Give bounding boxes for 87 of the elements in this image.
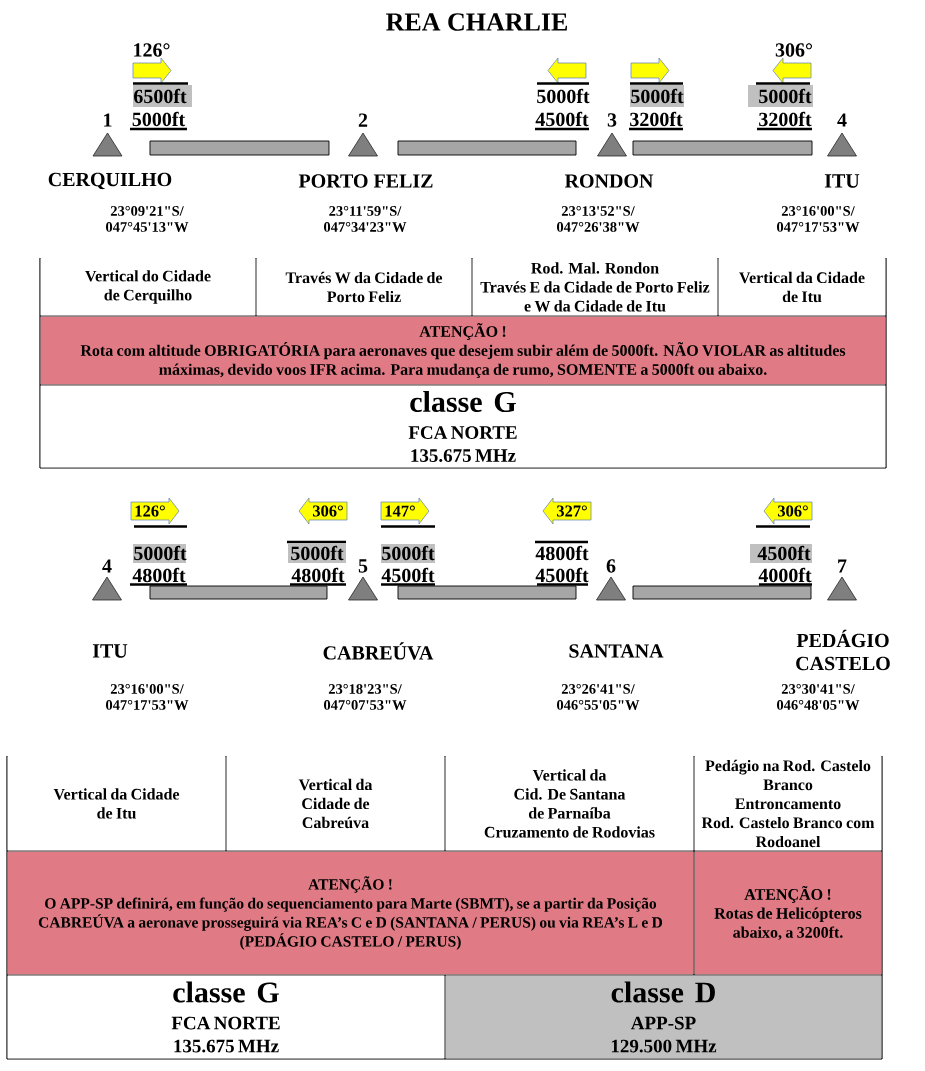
waypoint-number: 4 [837,113,847,127]
route-bar [632,140,813,156]
title: REA CHARLIE [386,13,567,31]
altitude-label: 3200ft [630,111,683,127]
waypoint-name: CABREÚVA [323,642,434,660]
node-label: ATENÇÃO ! [744,885,831,903]
description-cell: Través W da Cidade de Porto Feliz [256,258,472,316]
node-label: Vertical da Cidade de Itu [53,788,180,819]
node-label: Entroncamento [735,798,841,810]
node-label: Vertical da Cidade de Itu [739,271,865,303]
waypoint-name: CERQUILHO [48,172,172,190]
description-cell: Pedágio na Rod. Castelo Branco Entroncamento Rod. Castelo Branco com Rodoanel [694,756,882,851]
altitude-label: 4500ft [381,567,435,583]
node-label: Cruzamento de Rodovias [484,826,655,838]
description-cell: Vertical da Cid. De Santana de Parnaíba Cruzamento de Rodovias [445,756,694,851]
altitude-label: 4000ft [758,567,812,583]
altitude-label: 5000ft [630,85,684,107]
node-label: Pedágio na Rod. Castelo Branco [705,759,871,791]
airspace-class-box: classe D APP-SP 129.500 MHz [445,975,882,1059]
altitude-label: 4500ft [750,544,812,563]
warning-box: ATENÇÃO ! Rotas de Helicópteros abaixo, a 3200ft. [694,851,882,975]
waypoint-name: PORTO FELIZ [298,174,433,188]
node-label: Través E da Cidade de Porto Feliz e W da Cidade de Itu [480,281,710,312]
altitude-label: 4800ft [291,567,345,583]
altitude-label: 4800ft [132,567,186,583]
altitude-label: 5000ft [748,85,813,107]
coordinates: 23°13'52"S/ 047°26'38"W [557,206,640,232]
node-label: classe G [173,981,279,1003]
node-label: Cid. De Santana de Parnaíba [514,788,626,819]
node-label: Vertical da Cidade de Cabreúva [298,778,373,829]
node-label: ATENÇÃO ! [308,876,392,893]
airspace-class-box: classe G FCA NORTE 135.675 MHz [7,975,445,1059]
altitude-label: 4800ft [535,545,589,561]
waypoint-number: 6 [606,559,616,573]
node-label: Través W da Cidade de Porto Feliz [285,271,443,303]
coordinates: 23°16'00"S/ 047°17'53"W [777,206,860,232]
node-label: classe G [410,390,516,413]
altitude-label: 4500ft [535,567,589,583]
waypoint-number: 4 [102,559,112,573]
route-bar [397,140,577,156]
altitude-label: 5000ft [133,544,187,563]
description-cell: Vertical da Cidade de Itu [718,258,886,316]
waypoint-number: 2 [358,113,368,127]
waypoint-name: PEDÁGIO CASTELO [796,629,890,671]
node-label: 135.675 MHz [174,1039,279,1053]
waypoint-name: SANTANA [569,644,664,658]
node-label: FCA NORTE [408,426,517,439]
coordinates: 23°26'41"S/ 046°55'05"W [557,684,640,710]
waypoint-number: 7 [838,559,847,573]
route-bar [397,585,577,600]
description-cell: Vertical da Cidade de Itu [7,756,226,851]
altitude-label: 5000ft [288,544,346,563]
coordinates: 23°11'59"S/ 047°34'23"W [324,206,407,232]
course-label: 126° [134,43,170,57]
node-label: Vertical do Cidade de Cerquilho [85,270,211,304]
route-bar [149,585,328,600]
coordinates: 23°18'23"S/ 047°07'53"W [324,684,407,710]
altitude-label: 5000ft [132,111,186,127]
waypoint-number: 1 [104,113,112,127]
altitude-label: 4500ft [535,111,589,127]
course-label: 306° [775,43,813,57]
route-bar [632,585,812,600]
altitude-label: 3200ft [759,111,812,127]
route-bar [149,140,330,156]
airspace-class-box: classe G FCA NORTE 135.675 MHz [40,385,886,468]
altitude-label: 6500ft [133,85,192,107]
waypoint-number: 5 [358,559,368,573]
node-label: FCA NORTE [171,1016,280,1030]
description-cell: Vertical da Cidade de Cabreúva [226,756,445,851]
altitude-label: 5000ft [537,88,590,104]
coordinates: 23°16'00"S/ 047°17'53"W [106,684,189,710]
node-label: 135.675 MHz [411,449,516,463]
waypoint-name: ITU [824,174,860,188]
waypoint-number: 3 [607,113,617,127]
coordinates: 23°09'21"S/ 047°45'13"W [106,206,189,232]
node-label: Rod. Castelo Branco com Rodoanel [701,816,875,848]
node-label: O APP-SP definirá, em função do sequenciamento para Marte (SBMT), se a partir da Posição CABREÚVA a aeronave prosseguirá via REA’s C e D (SANTANA / PERUS) ou via REA’s L e D (PEDÁGIO CASTELO / PERUS) [38,897,663,950]
waypoint-name: RONDON [564,174,654,188]
altitude-label: 5000ft [381,544,435,563]
description-cell: Rod. Mal. Rondon Través E da Cidade de Porto Feliz e W da Cidade de Itu [472,258,718,316]
description-cell: Vertical do Cidade de Cerquilho [40,258,256,316]
warning-box: ATENÇÃO ! Rota com altitude OBRIGATÓRIA para aeronaves que desejem subir além de 5000ft. NÃO VIOLAR as altitudes máximas, devido voos IFR acima. Para mudança de rumo, SOMENTE a 5000ft ou abaixo. [40,316,886,385]
node-label: Rotas de Helicópteros abaixo, a 3200ft. [714,907,862,941]
coordinates: 23°30'41"S/ 046°48'05"W [777,684,860,710]
node-label: Rod. Mal. Rondon [531,262,659,274]
node-label: Vertical da [532,769,607,781]
waypoint-name: ITU [92,644,128,658]
